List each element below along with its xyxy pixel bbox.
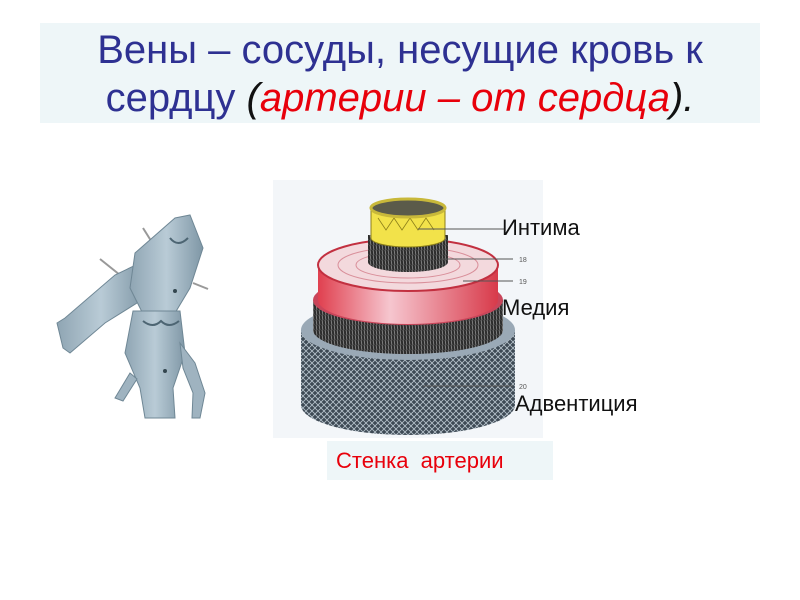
title-line-1: Вены – сосуды, несущие кровь к	[97, 28, 703, 72]
callout-19: 19	[519, 279, 527, 286]
artery-wall-illustration: 18 19 20	[273, 180, 543, 438]
callout-20: 20	[519, 384, 527, 391]
callout-18: 18	[519, 257, 527, 264]
caption-artery-wall: Стенка артерии	[327, 441, 553, 480]
title-red-phrase: артерии – от сердца	[259, 76, 670, 120]
paren-open: (	[246, 76, 260, 120]
artery-layers-icon: 18 19 20	[301, 197, 527, 435]
title-period: .	[683, 76, 695, 120]
slide-title: Вены – сосуды, несущие кровь к сердцу (а…	[40, 26, 760, 122]
label-intima: Интима	[502, 215, 580, 240]
title-line-2: сердцу (артерии – от сердца).	[40, 74, 760, 122]
label-adventitia: Адвентиция	[515, 391, 638, 416]
title-line-2-prefix: сердцу	[105, 76, 247, 120]
vein-branch-icon	[56, 214, 209, 419]
vein-illustration	[45, 193, 235, 423]
title-band	[40, 23, 760, 123]
label-media: Медия	[502, 295, 570, 320]
paren-close: )	[669, 76, 684, 120]
